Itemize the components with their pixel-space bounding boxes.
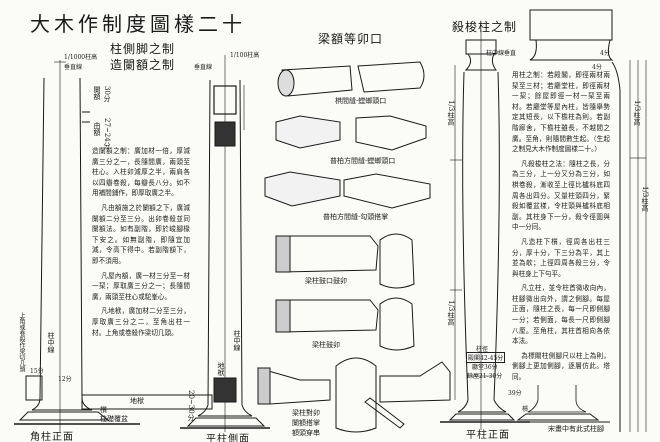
label-dia-other: 餘屋21-30分 [467,373,503,380]
column-paragraph: 凡造柱下櫍，徑周各出柱三分，厚十分，下三分為平，其上並為欹；上徑四周各殺三分，令… [512,237,610,278]
label-dia-hall: 廳堂36分 [472,364,498,371]
label-center-line-corner: 柱中線 [47,332,55,353]
caption-joint: 普柏方間縫·螳螂頭口 [330,157,396,165]
caption-joint: 梁柱對卯 [292,409,320,417]
label-dim-12: 12分 [58,376,72,383]
label-third: 1/3柱高 [447,100,455,126]
column-paragraph: 凡立柱，並令柱首微收向內，柱腳微出向外，謂之側腳。每屋正面，隨柱之長，每一尺即側… [512,284,610,346]
heading-entasis: 殺梭柱之制 [452,20,518,34]
lintel-paragraph: 造闌額之制：廣加材一倍，厚減廣三分之一，長隨間廣，兩頭至柱心。入柱卯減厚之半，兩… [92,147,190,198]
caption-joint: 栱間縫·螳螂頭口 [335,97,387,105]
label-dia-title: 柱徑 [476,346,489,353]
label-zhi: 櫍 [100,406,107,414]
label-plinth: 柱礎覆盆 [100,415,128,423]
label-dim-15: 15分 [30,368,44,375]
caption-corner-front: 角柱正面 [30,432,74,442]
joint-drawings [257,61,451,433]
heading-side-lean: 柱側脚之制 [110,42,176,56]
caption-joint: 額頭穿串 [292,429,320,437]
capital-profile-drawing [510,9,647,432]
caption-joint: 闌額搭掌 [292,419,320,427]
page-title: 大木作制度圖樣二十 [30,12,246,36]
front-column-drawing [440,30,530,430]
label-third: 1/3柱高 [447,300,455,326]
lintel-text-block: 造闌額之制：廣加材一倍，厚減廣三分之一，長隨間廣，兩頭至柱心。入柱卯減厚之半，兩… [92,146,190,342]
label-center-plumb: 柱中線垂直 [486,50,517,57]
label-difu-side: 地栿 [217,362,225,376]
label-you-e: 由額 [93,122,101,136]
caption-joint: 梁柱鼓口鼓卯 [305,277,347,285]
label-plumb-corner: 垂直線 [64,64,83,71]
corner-column-drawing [14,60,213,432]
label-dia-palace: 殿閣42-45分 [466,352,506,363]
caption-side-view: 平柱側面 [206,434,250,442]
label-you-e-dim: 27~24分 [103,118,111,149]
lintel-paragraph: 凡由額施之於闌額之下，廣減闌額二分至三分。出卯卷殺並同闌額法。如有副階，即於峻腳… [92,203,190,265]
caption-joint: 梁柱鼓卯 [312,341,340,349]
label-plumb-side: 垂直線 [194,64,213,71]
label-ratio-corner: 1/1000柱高 [64,54,98,61]
label-ratio-side: 1/100柱高 [230,52,260,59]
label-lan-e-dim: 30分 [103,86,111,102]
column-paragraph: 用柱之制：若殿閣，即徑兩材兩栔至三材；若廳堂柱，即徑兩材一栔；餘屋即徑一材一栔至… [512,71,610,154]
label-center-line-side: 柱中線 [233,330,241,351]
lintel-paragraph: 凡地栿，廣加材二分至三分，厚取廣三分之二，至角出柱一材。上角或卷殺作梁切几頭。 [92,307,190,337]
column-paragraph: 凡殺梭柱之法：隨柱之長，分為三分，上一分又分為三分，如栱卷殺，漸收至上徑比櫨枓底… [512,159,610,232]
label-difu-corner: 地栿 [130,397,144,405]
label-dim-39: 39分 [508,390,522,397]
lintel-paragraph: 凡屋內額，廣一材三分至一材一栔；厚取廣三分之一；長隨間廣，兩頭至柱心或駝峯心。 [92,271,190,301]
column-text-block: 用柱之制：若殿閣，即徑兩材兩栔至三材；若廳堂柱，即徑兩材一栔；餘屋即徑一材一栔至… [512,70,610,387]
label-lan-e: 闌額 [93,86,101,100]
caption-front-view: 平柱正面 [466,430,510,441]
label-third: 1/3柱高 [633,100,641,126]
label-right-zhi: 櫍 [522,406,529,413]
caption-joint: 普柏方間縫·勾頭搭掌 [323,213,389,221]
side-column-drawing [180,55,270,432]
label-dim-4b: 4分 [592,64,602,71]
heading-lintel: 造闌額之制 [110,58,176,72]
heading-joints: 梁額等卯口 [318,32,384,46]
label-third: 1/3柱高 [641,186,649,212]
column-paragraph: 為標關柱側腳尺以柱上為則，側腳上更加側腳，逐層仿此。塔同。 [512,351,610,382]
label-difu-dim: 20~30分 [187,390,195,421]
caption-song-base: 宋畫中有此式柱腳 [548,425,604,433]
label-beam-head: 上角或卷殺作梁切几頭 [18,312,25,372]
label-dim-4a: 4分 [600,50,610,57]
